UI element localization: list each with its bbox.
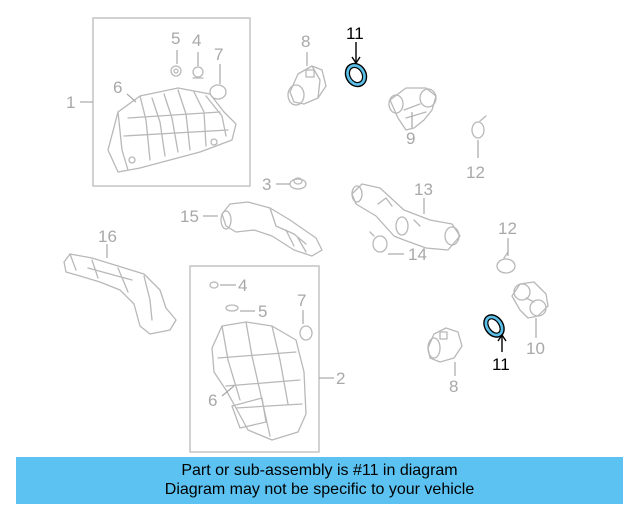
leader-6-lower (221, 385, 235, 397)
banner-line-2: Diagram may not be specific to your vehi… (164, 481, 475, 498)
clamp-12-lower (496, 251, 516, 274)
lower-grommet-5 (225, 304, 239, 312)
banner-line-1: Part or sub-assembly is #11 in diagram (181, 462, 458, 479)
callout-11-upper: 11 (346, 24, 364, 43)
leader-11-lower-arrow (497, 333, 507, 342)
callout-2: 2 (336, 369, 345, 388)
callout-14: 14 (408, 245, 427, 264)
intake-hose-15 (220, 201, 323, 257)
lower-seal-7 (299, 325, 313, 341)
upper-bolt-4 (192, 66, 204, 79)
clamp-14 (369, 231, 388, 253)
callout-4-upper: 4 (192, 31, 201, 50)
callout-12-upper: 12 (466, 163, 485, 182)
info-banner: Part or sub-assembly is #11 in diagram D… (16, 457, 623, 504)
upper-seal-7 (209, 84, 227, 100)
callout-8-upper: 8 (301, 32, 310, 51)
callout-11-lower: 11 (492, 355, 510, 374)
leader-6-upper (126, 93, 137, 103)
air-flow-meter-upper (287, 65, 327, 106)
clamp-12-upper (471, 115, 487, 139)
lower-assembly-frame (189, 265, 320, 453)
clamp-11-lower (483, 314, 505, 338)
callout-6-upper: 6 (113, 78, 122, 97)
callout-1: 1 (66, 93, 75, 112)
air-duct-16 (63, 253, 177, 335)
callout-13: 13 (414, 180, 433, 199)
clamp-11-upper (344, 62, 368, 88)
callout-3: 3 (262, 175, 271, 194)
leader-11-upper-arrow (351, 56, 361, 65)
callout-7-upper: 7 (214, 45, 223, 64)
callout-10: 10 (526, 339, 545, 358)
intake-elbow-10 (511, 281, 549, 319)
lower-bolt-4 (209, 281, 219, 289)
air-flow-meter-lower (427, 327, 463, 363)
intake-duct-13 (351, 183, 461, 251)
callout-12-lower: 12 (498, 219, 517, 238)
intake-elbow-upper (388, 87, 437, 131)
upper-grommet-5 (170, 65, 182, 77)
lower-air-cleaner-housing (211, 321, 307, 441)
callout-16: 16 (98, 227, 117, 246)
upper-air-cleaner-housing (107, 87, 237, 173)
callout-9: 9 (406, 129, 415, 148)
callout-6-lower: 6 (208, 391, 217, 410)
callout-15: 15 (180, 207, 199, 226)
parts-diagram: 1 2 3 4 4 5 5 6 6 7 7 8 8 9 10 11 11 12 … (63, 17, 549, 453)
callout-8-lower: 8 (449, 377, 458, 396)
callout-5-lower: 5 (258, 302, 267, 321)
callout-7-lower: 7 (297, 291, 306, 310)
callout-4-lower: 4 (238, 276, 247, 295)
callout-5-upper: 5 (171, 29, 180, 48)
grommet-3 (289, 177, 307, 190)
